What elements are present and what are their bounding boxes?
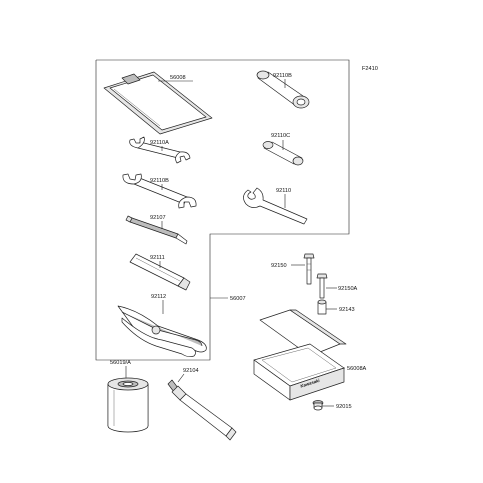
figure-code: F2410 — [362, 66, 378, 72]
label-grommet: 92015 — [336, 404, 352, 410]
label-wrench-b: 92110B — [150, 178, 169, 184]
box-wrench — [256, 70, 310, 109]
grommet — [312, 400, 324, 411]
open-end-wrench-b — [122, 173, 197, 209]
label-hook-wrench: 92110 — [276, 188, 291, 194]
label-oil-filter: 56019/A — [110, 360, 131, 366]
label-screwdriver-tip: 92107 — [150, 215, 166, 221]
grease-tube — [167, 379, 237, 441]
label-bolt: 92150 — [271, 263, 287, 269]
label-case: 56008A — [347, 366, 367, 372]
tool-bag — [103, 71, 213, 135]
tool-case — [253, 309, 347, 401]
collar — [317, 299, 327, 315]
open-end-wrench-a — [129, 136, 191, 164]
label-collar: 92143 — [339, 307, 355, 313]
bolt — [303, 253, 315, 285]
oil-filter — [107, 377, 149, 433]
box-wrench-c — [262, 141, 304, 166]
label-tool-kit: 56007 — [230, 296, 246, 302]
label-screwdriver-handle: 92111 — [150, 255, 165, 261]
tool-kit-outline — [95, 59, 350, 361]
hook-wrench — [243, 187, 308, 225]
brand-mark: Kawasaki — [300, 378, 321, 389]
label-wrench-a: 92110A — [150, 140, 169, 146]
label-pliers: 92112 — [151, 294, 166, 300]
label-bolt-a: 92150A — [338, 286, 358, 292]
pliers — [117, 305, 207, 358]
screwdriver-tip — [125, 215, 188, 245]
label-toolbag: 56008 — [170, 75, 186, 81]
label-grease-tube: 92104 — [183, 368, 199, 374]
label-box-c: 92110C — [271, 133, 290, 139]
bolt-a — [316, 273, 328, 299]
screwdriver-handle — [129, 253, 191, 291]
label-wrench-box: 92110B — [273, 73, 292, 79]
leader-grease-tube — [177, 373, 185, 383]
